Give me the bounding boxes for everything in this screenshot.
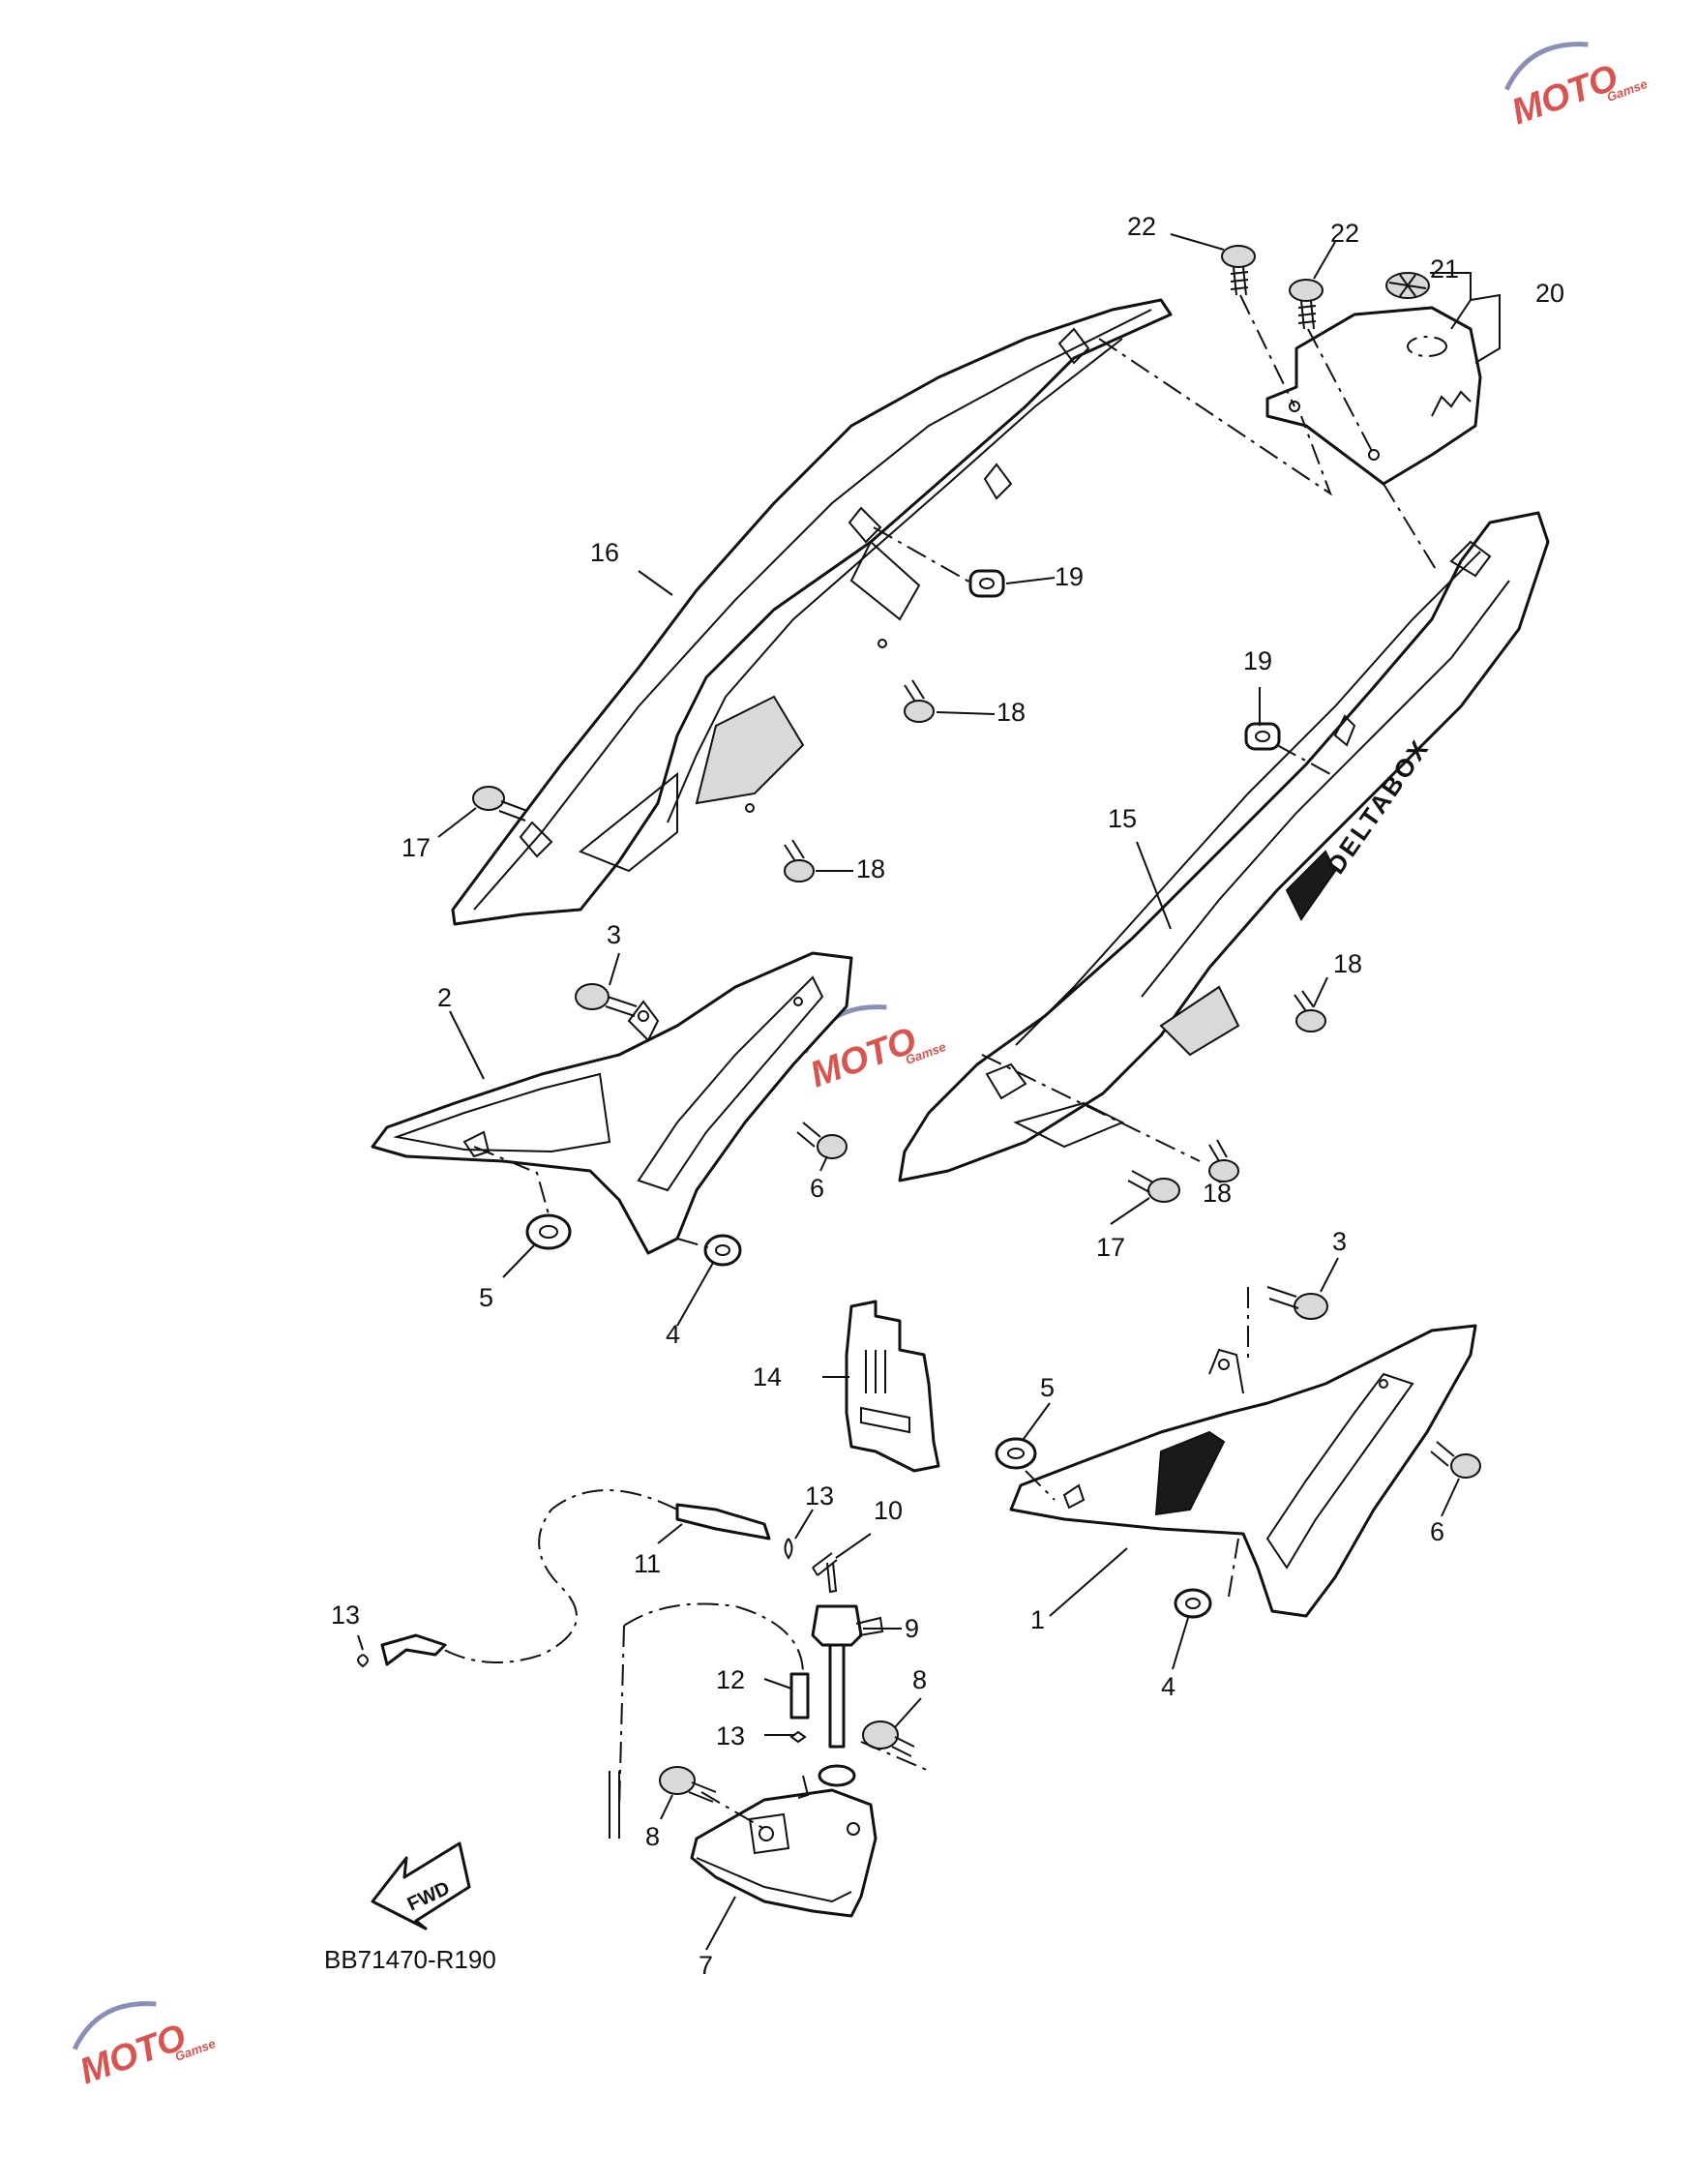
callout-14: 14 bbox=[753, 1362, 782, 1391]
callout-1: 1 bbox=[1030, 1605, 1045, 1634]
callout-13: 13 bbox=[331, 1601, 360, 1630]
bolt-17a bbox=[472, 786, 528, 822]
callout-5: 5 bbox=[1040, 1373, 1055, 1402]
bolt-18b bbox=[784, 839, 815, 883]
callout-9: 9 bbox=[905, 1614, 919, 1643]
fwd-arrow-icon: FWD bbox=[371, 1841, 471, 1930]
callout-8: 8 bbox=[645, 1822, 660, 1851]
callout-2: 2 bbox=[437, 983, 452, 1012]
leader-lines bbox=[357, 233, 1501, 1951]
bolt-3b bbox=[1266, 1286, 1328, 1320]
part-14-bracket bbox=[845, 1300, 940, 1473]
fastener-22b bbox=[1289, 279, 1324, 330]
part-9-fitting bbox=[811, 1604, 884, 1787]
callout-15: 15 bbox=[1108, 804, 1137, 833]
callout-18: 18 bbox=[997, 698, 1026, 727]
callout-18: 18 bbox=[856, 854, 885, 883]
part-20-top-cover bbox=[1265, 306, 1482, 486]
callout-17: 17 bbox=[1096, 1233, 1125, 1262]
callout-18: 18 bbox=[1203, 1179, 1232, 1208]
callout-4: 4 bbox=[666, 1320, 680, 1349]
callout-20: 20 bbox=[1535, 279, 1564, 308]
grommet-4b bbox=[1174, 1588, 1212, 1619]
grommet-5a bbox=[525, 1213, 572, 1250]
part-15-side-cover-right: DELTABOX bbox=[898, 511, 1550, 1182]
part-16-side-cover-left bbox=[451, 298, 1173, 926]
watermark-top-right: MOTO Gamse bbox=[1503, 42, 1650, 133]
callout-8: 8 bbox=[912, 1665, 927, 1694]
callout-3: 3 bbox=[607, 920, 621, 949]
callout-13: 13 bbox=[716, 1721, 745, 1750]
grommet-5b bbox=[995, 1437, 1037, 1470]
callout-10: 10 bbox=[874, 1496, 903, 1525]
part-10-pipe bbox=[812, 1552, 838, 1594]
bolt-6a bbox=[796, 1122, 848, 1159]
part-12-hose bbox=[609, 1602, 810, 1839]
part-21-grommet bbox=[1385, 272, 1430, 299]
callout-22: 22 bbox=[1330, 219, 1359, 248]
grommet-4a bbox=[703, 1234, 742, 1267]
callout-19: 19 bbox=[1055, 562, 1084, 591]
callout-13: 13 bbox=[805, 1481, 834, 1511]
part-11-hose bbox=[380, 1489, 771, 1666]
bolt-18d bbox=[1208, 1139, 1239, 1182]
grommet-19b bbox=[1244, 722, 1281, 751]
callout-16: 16 bbox=[590, 538, 619, 567]
callout-4: 4 bbox=[1161, 1672, 1175, 1701]
callout-6: 6 bbox=[810, 1174, 824, 1203]
bolt-18c bbox=[1294, 990, 1326, 1032]
watermark-bottom-left: MOTO Gamse bbox=[72, 2001, 218, 2092]
part-7-lower-bracket bbox=[690, 1788, 878, 1918]
grommet-19a bbox=[968, 569, 1005, 598]
bolt-8b bbox=[659, 1766, 717, 1803]
callout-17: 17 bbox=[402, 833, 431, 862]
callout-11: 11 bbox=[634, 1549, 661, 1578]
diagram-code: BB71470-R190 bbox=[324, 1945, 496, 1974]
part-2-side-panel-left bbox=[371, 951, 853, 1255]
callout-7: 7 bbox=[699, 1951, 713, 1980]
bolt-17b bbox=[1127, 1170, 1180, 1203]
callout-19: 19 bbox=[1243, 646, 1272, 675]
bolt-8a bbox=[862, 1720, 915, 1757]
bolt-3a bbox=[575, 983, 638, 1017]
callout-5: 5 bbox=[479, 1283, 493, 1312]
assembly-lines bbox=[473, 294, 1438, 1830]
callout-labels: 22 22 21 20 16 19 18 19 17 18 15 3 2 18 … bbox=[331, 212, 1564, 1980]
callout-12: 12 bbox=[716, 1665, 745, 1694]
callout-3: 3 bbox=[1332, 1227, 1347, 1256]
callout-21: 21 bbox=[1430, 254, 1459, 284]
callout-22: 22 bbox=[1127, 212, 1156, 241]
callout-18: 18 bbox=[1333, 949, 1362, 978]
callout-6: 6 bbox=[1430, 1517, 1444, 1546]
fastener-22a bbox=[1221, 245, 1256, 296]
bolt-18a bbox=[904, 679, 935, 723]
bolt-6b bbox=[1430, 1441, 1481, 1479]
part-1-side-panel-right bbox=[1009, 1324, 1477, 1618]
